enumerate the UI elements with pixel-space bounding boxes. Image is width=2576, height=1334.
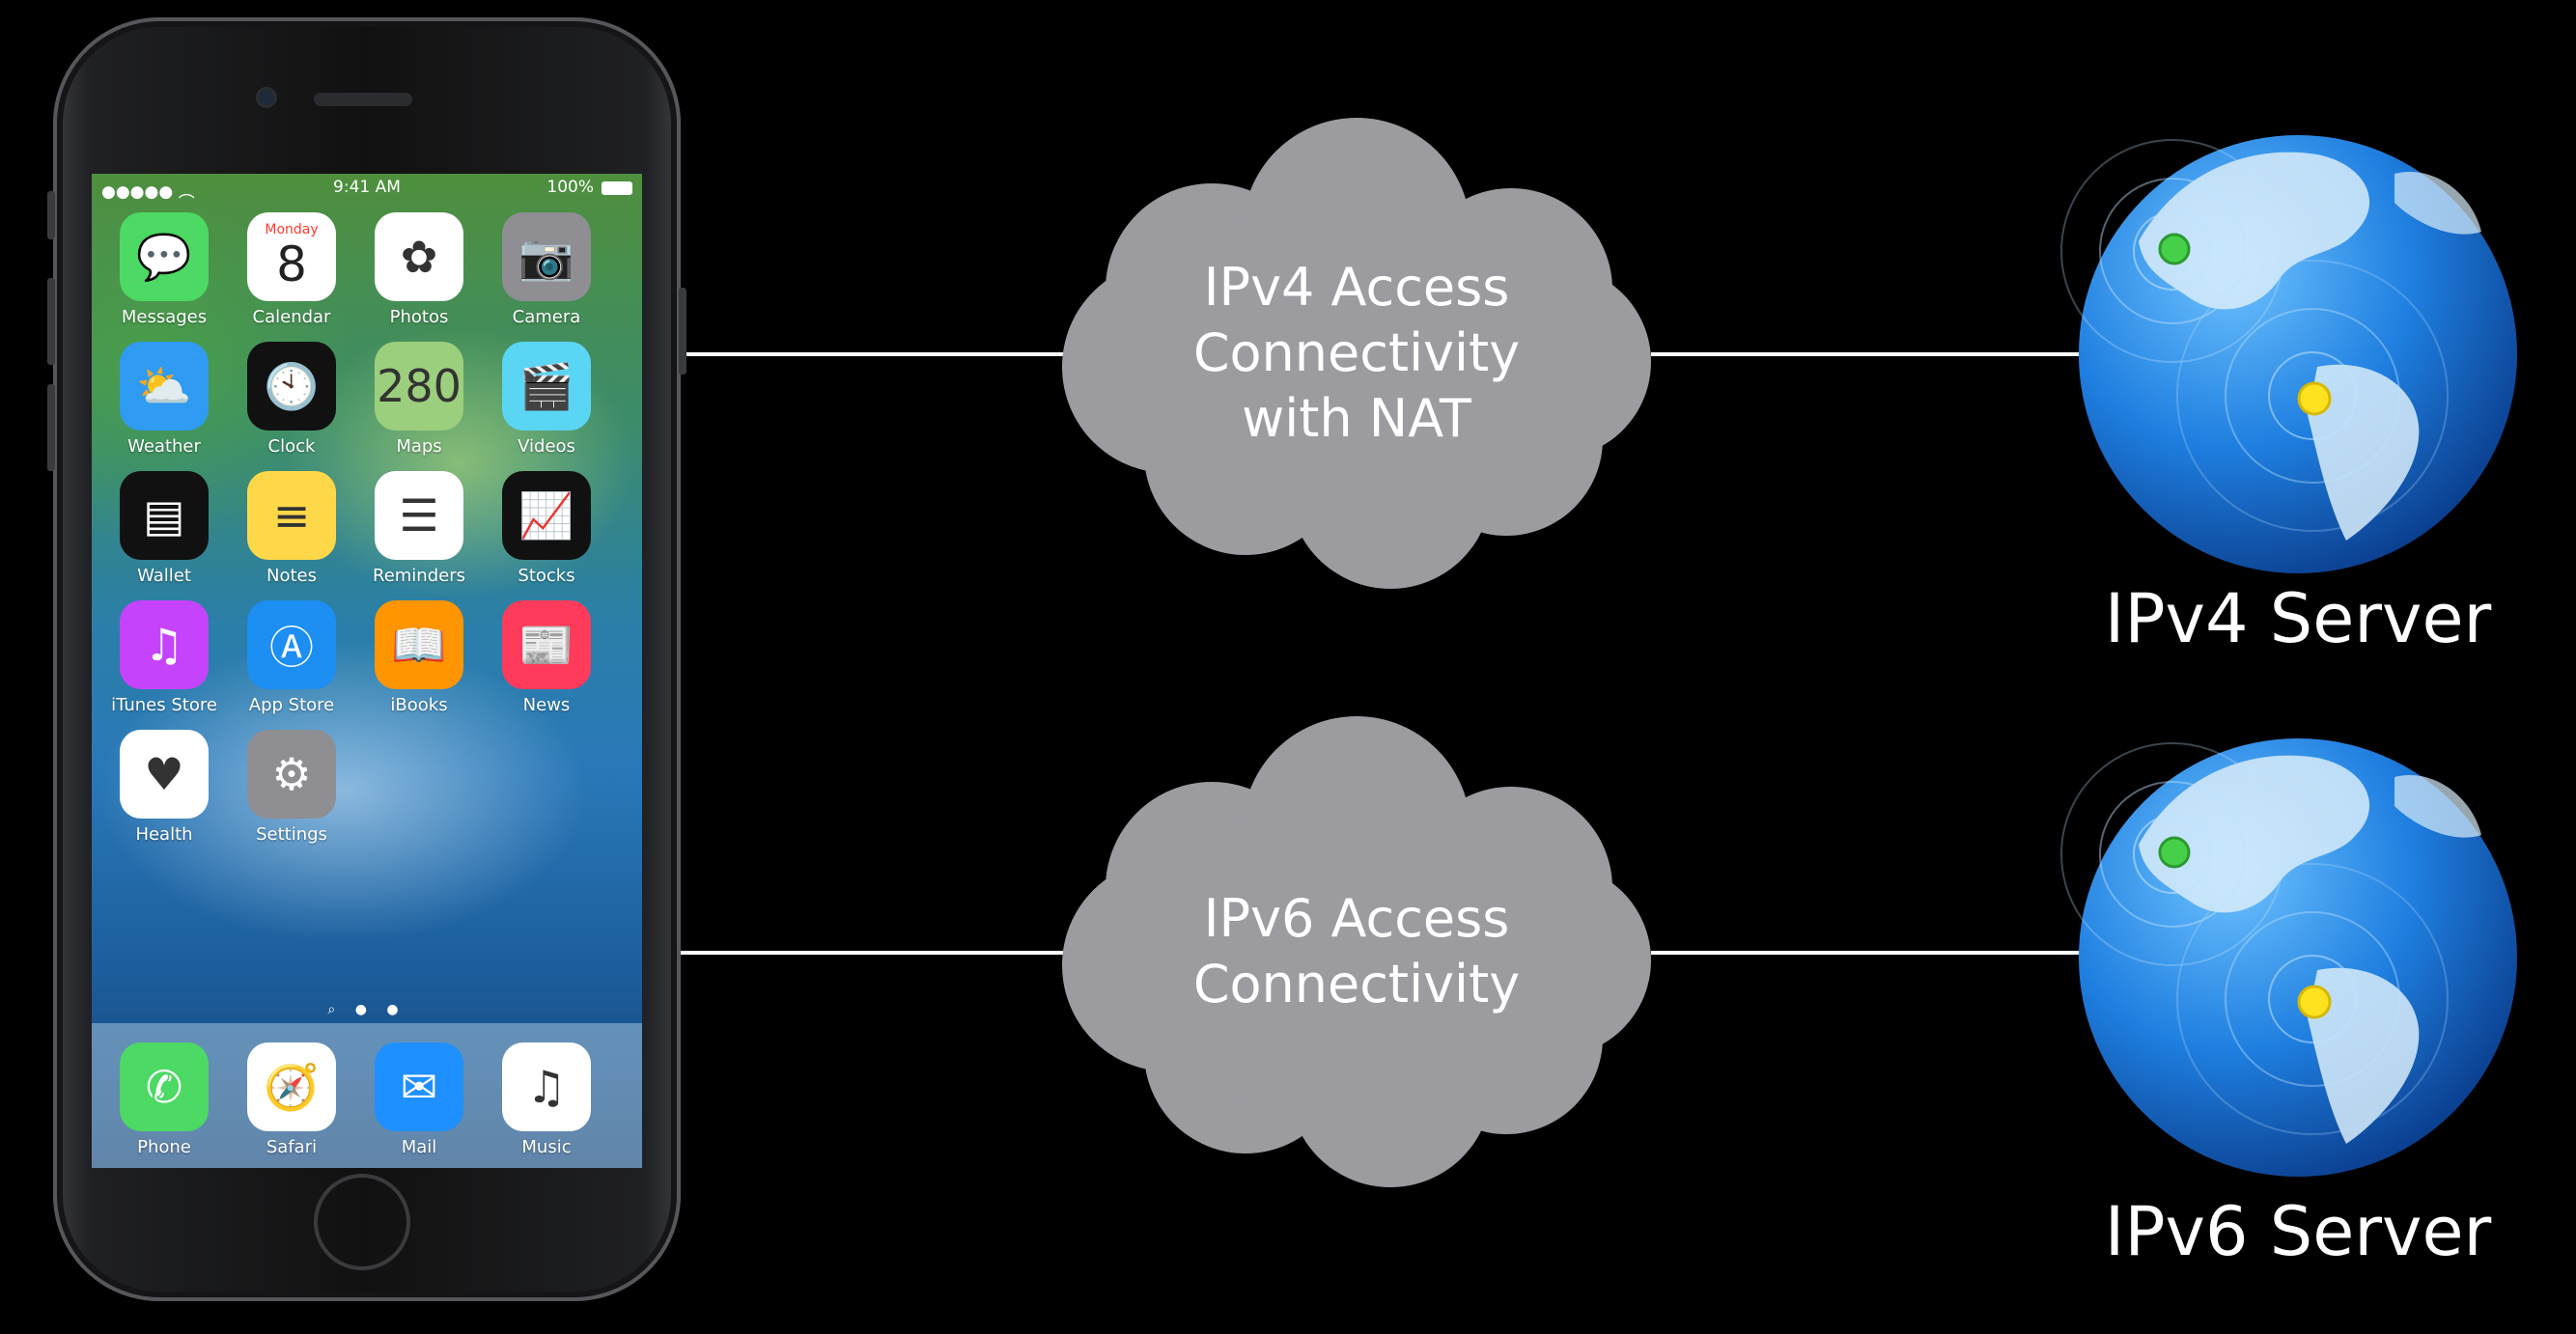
status-bar: ●●●●● ︵ 9:41 AM 100% [92,174,642,202]
clock-icon: 🕙 [247,342,336,431]
app-store-icon: Ⓐ [247,600,336,689]
app-messages[interactable]: 💬 Messages [106,212,222,327]
server-ipv4-label: IPv4 Server [2104,579,2492,658]
photos-icon: ✿ [375,212,463,301]
phone-icon: ✆ [120,1042,209,1131]
news-icon: 📰 [502,600,591,689]
app-label: Phone [137,1137,191,1157]
calendar-date: 8 [276,236,307,292]
power-button [679,288,686,375]
stocks-icon: 📈 [502,471,591,560]
messages-icon: 💬 [120,212,209,301]
cloud-ipv6-line-1: IPv6 Access [1203,888,1510,949]
app-label: iBooks [390,695,448,715]
app-label: Camera [512,307,581,327]
app-wallet[interactable]: ▤ Wallet [106,471,222,586]
reminders-icon: ☰ [375,471,463,560]
dock: ✆ Phone 🧭 Safari ✉ Mail ♫ Music [92,1023,642,1168]
app-label: News [522,695,571,715]
page-indicator: ⌕ ● ● [327,1002,406,1017]
calendar-day-name: Monday [265,222,319,237]
cloud-ipv6 [1062,716,1651,1187]
app-label: App Store [248,695,335,715]
app-camera[interactable]: 📷 Camera [489,212,604,327]
mail-icon: ✉ [375,1042,463,1131]
app-label: Health [135,824,193,845]
app-label: Safari [266,1137,318,1157]
app-label: Mail [401,1137,437,1157]
app-app-store[interactable]: Ⓐ App Store [234,600,350,715]
signal-indicator: ●●●●● ︵ [101,182,195,202]
cloud-ipv6-label: IPv6 Access Connectivity [1115,886,1598,1017]
app-label: Calendar [252,307,331,327]
volume-up-button [47,278,55,365]
app-stocks[interactable]: 📈 Stocks [489,471,604,586]
front-camera [256,87,277,108]
app-mail[interactable]: ✉ Mail [361,1042,477,1157]
app-clock[interactable]: 🕙 Clock [234,342,350,457]
app-label: Reminders [373,566,465,586]
globe-server-icon [2060,738,2517,1177]
ibooks-icon: 📖 [375,600,463,689]
globe-server-icon [2060,135,2517,573]
music-icon: ♫ [502,1042,591,1131]
weather-icon: ⛅ [120,342,209,431]
app-reminders[interactable]: ☰ Reminders [361,471,477,586]
app-label: Videos [518,436,575,457]
app-videos[interactable]: 🎬 Videos [489,342,604,457]
cloud-ipv4-line-1: IPv4 Access [1203,257,1510,318]
itunes-store-icon: ♫ [120,600,209,689]
cloud-ipv4-label: IPv4 Access Connectivity with NAT [1115,255,1598,452]
app-notes[interactable]: ≡ Notes [234,471,350,586]
camera-icon: 📷 [502,212,591,301]
status-time: 9:41 AM [333,178,401,197]
app-safari[interactable]: 🧭 Safari [234,1042,350,1157]
wallet-icon: ▤ [120,471,209,560]
app-itunes-store[interactable]: ♫ iTunes Store [106,600,222,715]
app-label: Weather [127,436,201,457]
app-label: Wallet [137,566,191,586]
cloud-ipv4-line-2: Connectivity [1192,322,1521,383]
videos-icon: 🎬 [502,342,591,431]
app-label: Maps [396,436,442,457]
app-phone[interactable]: ✆ Phone [106,1042,222,1157]
notes-icon: ≡ [247,471,336,560]
app-label: Music [521,1137,572,1157]
app-label: Clock [267,436,316,457]
app-label: Photos [389,307,449,327]
app-label: Stocks [518,566,575,586]
app-news[interactable]: 📰 News [489,600,604,715]
app-settings[interactable]: ⚙ Settings [234,730,350,845]
app-label: iTunes Store [111,695,217,715]
health-icon: ♥ [120,730,209,819]
battery-percent: 100% [546,178,594,197]
app-music[interactable]: ♫ Music [489,1042,604,1157]
mute-switch [47,191,55,239]
app-label: Messages [121,307,208,327]
app-weather[interactable]: ⛅ Weather [106,342,222,457]
safari-icon: 🧭 [247,1042,336,1131]
app-photos[interactable]: ✿ Photos [361,212,477,327]
settings-icon: ⚙ [247,730,336,819]
cloud-ipv4-nat [1062,118,1651,589]
app-health[interactable]: ♥ Health [106,730,222,845]
app-label: Settings [256,824,327,845]
maps-icon: 280 [375,342,463,431]
earpiece-speaker [314,93,412,106]
home-button[interactable] [314,1174,410,1270]
server-ipv6-label: IPv6 Server [2104,1192,2492,1271]
app-label: Notes [266,566,317,586]
cloud-ipv6-line-2: Connectivity [1192,954,1521,1014]
volume-down-button [47,384,55,471]
cloud-ipv4-line-3: with NAT [1242,388,1471,449]
app-ibooks[interactable]: 📖 iBooks [361,600,477,715]
battery-icon [602,181,632,195]
